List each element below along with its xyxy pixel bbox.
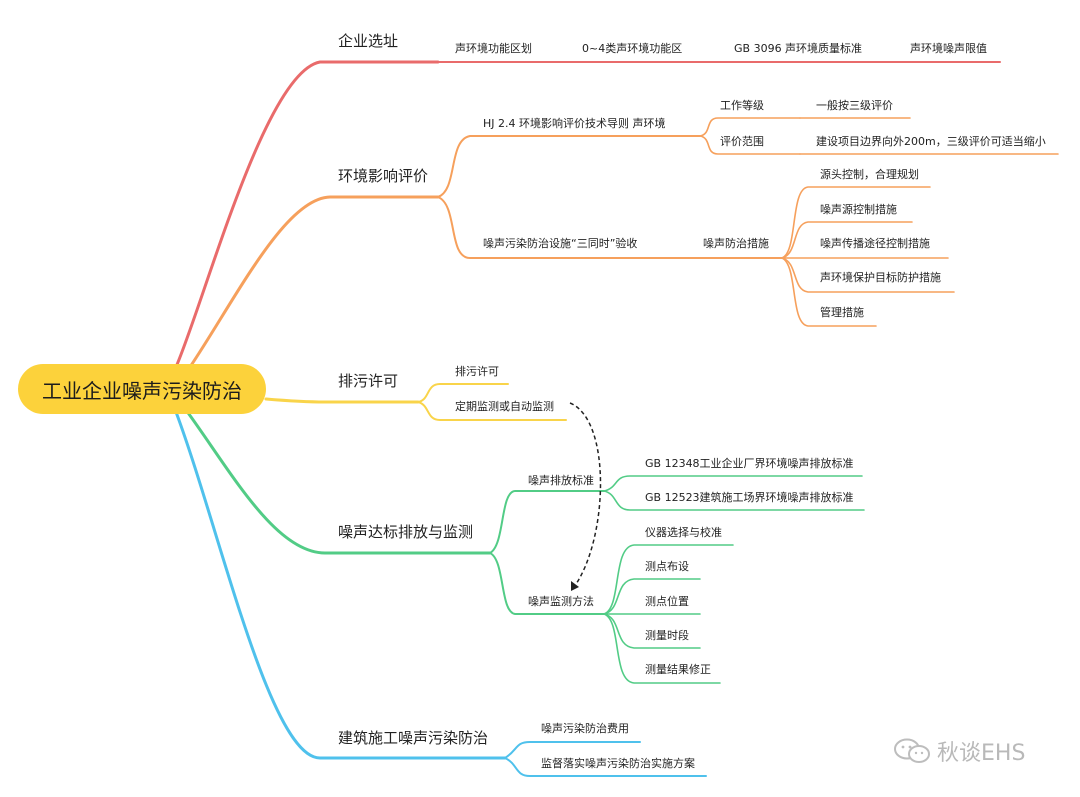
eia-measures-label[interactable]: 噪声防治措施 <box>703 237 769 250</box>
site-item[interactable]: 声环境功能区划 <box>455 42 532 55</box>
branch-eia-lines <box>188 117 1059 369</box>
branch-eia-title[interactable]: 环境影响评价 <box>338 167 429 185</box>
eia-three-label[interactable]: 噪声污染防治设施“三同时”验收 <box>483 237 638 250</box>
eia-scope-value[interactable]: 建设项目边界向外200m，三级评价可适当缩小 <box>816 135 1046 148</box>
eia-grade-label[interactable]: 工作等级 <box>720 99 764 112</box>
site-item[interactable]: GB 3096 声环境质量标准 <box>734 42 863 55</box>
eia-measure-item[interactable]: 声环境保护目标防护措施 <box>820 271 941 284</box>
monitor-method-item[interactable]: 测量时段 <box>645 629 689 642</box>
monitor-method-label[interactable]: 噪声监测方法 <box>528 595 594 608</box>
eia-measure-item[interactable]: 噪声传播途径控制措施 <box>820 237 930 250</box>
branch-permit-lines <box>264 383 567 421</box>
monitor-standard-item[interactable]: GB 12348工业企业厂界环境噪声排放标准 <box>645 457 854 470</box>
branch-site-title[interactable]: 企业选址 <box>338 32 399 50</box>
branch-permit-title[interactable]: 排污许可 <box>338 372 399 390</box>
permit-item[interactable]: 排污许可 <box>455 365 499 378</box>
monitor-method-item[interactable]: 测点位置 <box>645 595 689 608</box>
permit-item[interactable]: 定期监测或自动监测 <box>455 400 554 413</box>
eia-measure-item[interactable]: 源头控制，合理规划 <box>820 168 919 181</box>
branch-site-lines <box>174 60 1001 369</box>
eia-measure-item[interactable]: 管理措施 <box>820 306 864 319</box>
construction-item[interactable]: 监督落实噪声污染防治实施方案 <box>541 757 695 770</box>
branch-construction-title[interactable]: 建筑施工噪声污染防治 <box>338 729 489 747</box>
branch-monitor-lines <box>184 408 865 684</box>
branch-construction-lines <box>174 410 707 777</box>
monitor-standard-item[interactable]: GB 12523建筑施工场界环境噪声排放标准 <box>645 491 854 504</box>
monitor-method-item[interactable]: 测量结果修正 <box>645 663 711 676</box>
watermark: 秋谈EHS <box>893 735 1025 767</box>
eia-scope-label[interactable]: 评价范围 <box>720 135 764 148</box>
monitor-method-item[interactable]: 仪器选择与校准 <box>645 526 722 539</box>
construction-item[interactable]: 噪声污染防治费用 <box>541 722 629 735</box>
monitor-method-item[interactable]: 测点布设 <box>645 560 689 573</box>
watermark-text: 秋谈EHS <box>937 741 1026 766</box>
root-topic[interactable]: 工业企业噪声污染防治 <box>18 364 266 414</box>
site-item[interactable]: 0~4类声环境功能区 <box>582 42 683 55</box>
branch-monitor-title[interactable]: 噪声达标排放与监测 <box>338 523 474 541</box>
eia-hj-label[interactable]: HJ 2.4 环境影响评价技术导则 声环境 <box>483 117 666 130</box>
relation-arrow <box>569 402 602 588</box>
wechat-icon <box>894 738 930 763</box>
eia-grade-value[interactable]: 一般按三级评价 <box>816 99 893 112</box>
site-item[interactable]: 声环境噪声限值 <box>910 42 987 55</box>
relation-arrowhead <box>571 581 579 591</box>
monitor-standard-label[interactable]: 噪声排放标准 <box>528 474 594 487</box>
eia-measure-item[interactable]: 噪声源控制措施 <box>820 203 897 216</box>
